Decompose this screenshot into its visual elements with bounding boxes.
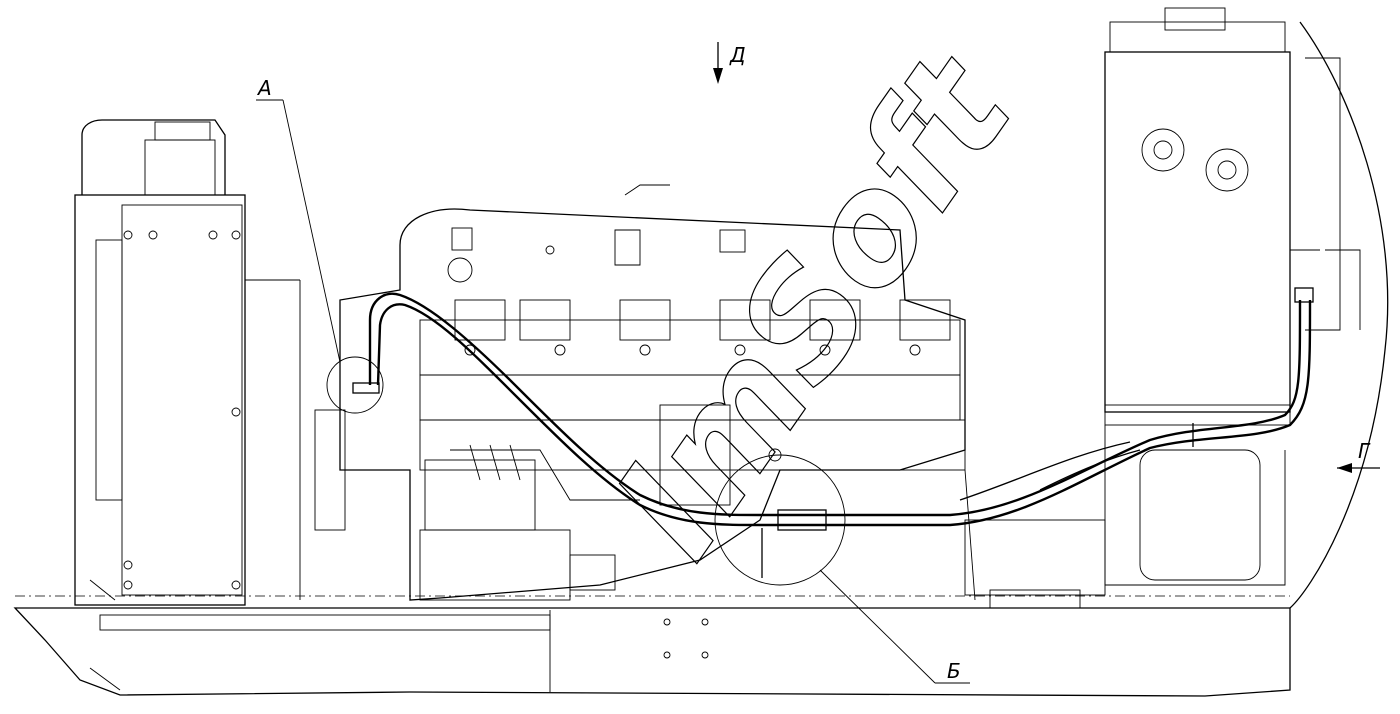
label-d: Д bbox=[729, 43, 746, 67]
fuel-hose bbox=[352, 287, 1314, 578]
view-arrow-d: Д bbox=[713, 42, 746, 84]
callout-a: А bbox=[256, 76, 384, 414]
radiator-block bbox=[74, 119, 301, 606]
label-b: Б bbox=[947, 659, 961, 683]
engine-body bbox=[314, 184, 1106, 609]
watermark: ImSoft bbox=[582, 24, 1049, 587]
label-a: А bbox=[256, 76, 272, 100]
callout-b: Б bbox=[714, 454, 970, 684]
cabin-contour bbox=[1289, 21, 1389, 609]
chassis-frame bbox=[13, 595, 1291, 697]
label-g: Г bbox=[1358, 439, 1371, 463]
fuel-tank bbox=[1104, 7, 1320, 586]
view-arrow-g: Г bbox=[1337, 439, 1380, 473]
